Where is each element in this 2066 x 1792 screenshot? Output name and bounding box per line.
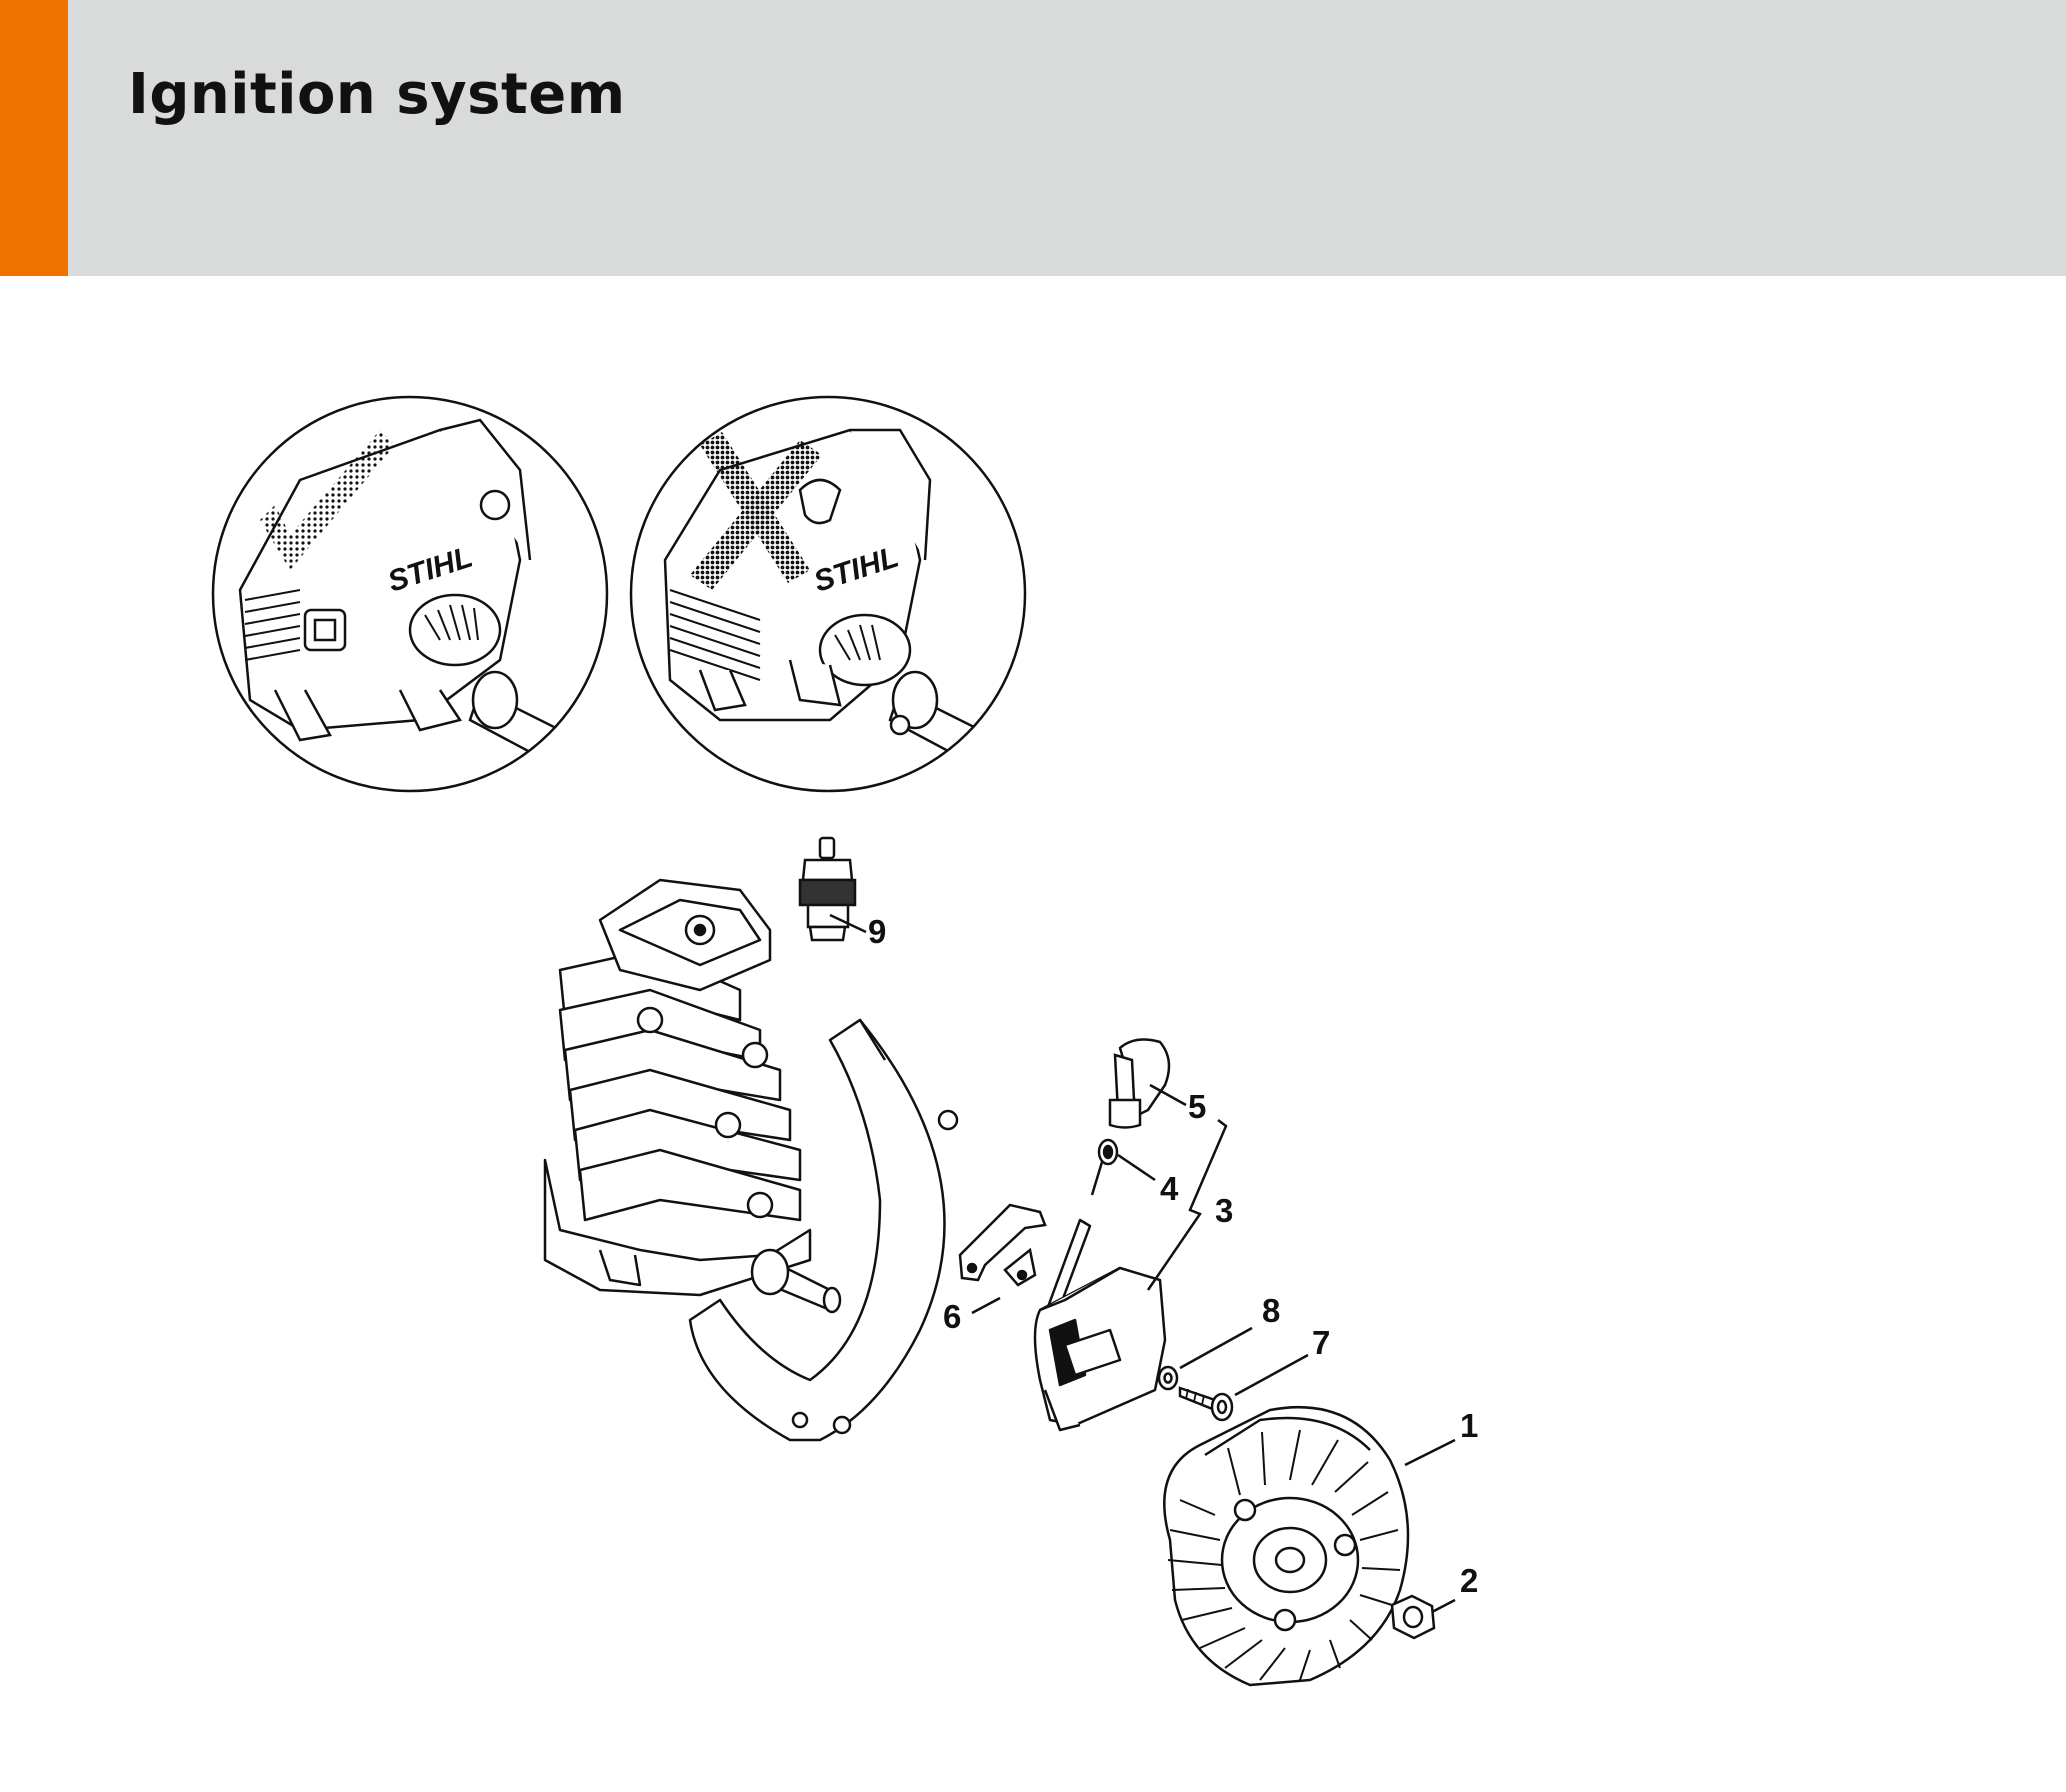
callout-5: 5 (1188, 1088, 1206, 1125)
callout-labels: 1 2 3 4 5 6 7 8 9 (868, 913, 1478, 1599)
callout-4: 4 (1160, 1170, 1179, 1207)
bracket-part (958, 1203, 1047, 1287)
header-band (0, 0, 2066, 276)
callout-2: 2 (1460, 1562, 1478, 1599)
spark-plug-part (798, 836, 857, 942)
washer-part (1157, 1365, 1179, 1391)
ignition-module-part (1033, 1218, 1167, 1432)
nut-part (1390, 1594, 1436, 1640)
page-title: Ignition system (128, 62, 626, 127)
thumbnail-correct: STIHL (211, 395, 609, 793)
callout-3: 3 (1215, 1192, 1233, 1229)
spark-plug-boot-part (1108, 1038, 1171, 1129)
thumbnail-incorrect: STIHL (629, 395, 1027, 793)
engine-cylinder (543, 878, 959, 1442)
callout-7: 7 (1312, 1324, 1330, 1361)
thumbnail-frame-a (211, 395, 609, 793)
accent-bar (0, 0, 68, 276)
callout-1: 1 (1460, 1407, 1478, 1444)
callout-8: 8 (1262, 1292, 1280, 1329)
screw-part (1178, 1386, 1234, 1422)
leader-lines (829, 913, 1456, 1614)
callout-9: 9 (868, 913, 886, 950)
callout-6: 6 (943, 1298, 961, 1335)
thumbnail-frame-b (629, 395, 1027, 793)
spring-contact-part (1090, 1138, 1119, 1196)
flywheel-part (1163, 1406, 1410, 1687)
